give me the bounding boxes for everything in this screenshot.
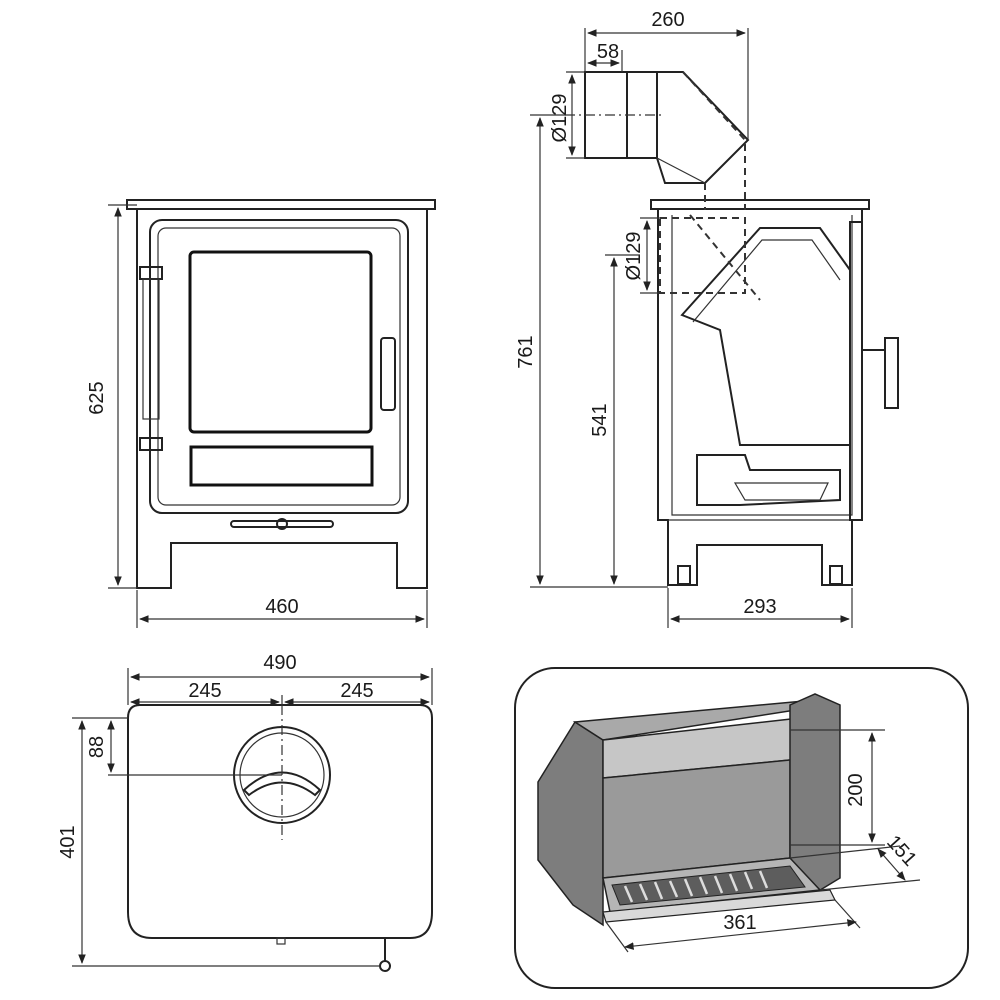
front-height-label: 625 <box>86 381 108 414</box>
flue-width-label: 260 <box>651 9 684 31</box>
firebox-height-label: 200 <box>845 773 867 806</box>
side-door-profile <box>849 221 863 521</box>
rear-flue-height-label: 541 <box>589 403 611 436</box>
right-half-label: 245 <box>340 680 373 702</box>
rear-flue-outline <box>659 217 746 294</box>
riddler-knob <box>379 960 391 972</box>
firebox-panel-frame <box>514 667 969 989</box>
door-lower-panel <box>189 445 374 487</box>
grate-area <box>696 454 841 506</box>
top-plate <box>126 199 436 210</box>
firebox-right-wall <box>789 693 841 897</box>
flue-offset-top-label: 88 <box>86 736 108 758</box>
door-handle <box>380 337 396 411</box>
total-height-label: 761 <box>515 335 537 368</box>
top-flue-diameter-label: Ø129 <box>549 94 571 143</box>
side-handle <box>862 337 899 409</box>
side-view: 260 58 Ø129 Ø129 761 541 293 <box>515 9 899 628</box>
top-width-label: 490 <box>263 652 296 674</box>
air-slider <box>230 520 334 528</box>
top-depth-label: 401 <box>57 825 79 858</box>
flue-offset-label: 58 <box>597 41 619 63</box>
stove-body <box>136 208 428 589</box>
air-slider-knob <box>276 518 288 530</box>
firebox-width-label: 361 <box>723 912 756 934</box>
top-view: 490 245 245 88 401 <box>57 652 433 972</box>
door-inner-frame <box>157 227 401 506</box>
firebox-left-wall <box>537 720 604 927</box>
side-body <box>657 208 863 586</box>
top-outline <box>127 704 433 939</box>
hinge-bar <box>142 278 160 420</box>
rear-flue-diameter-label: Ø129 <box>623 232 645 281</box>
flue-elbow <box>656 71 750 184</box>
grate-bars <box>623 870 769 903</box>
door-frame <box>149 219 409 514</box>
left-half-label: 245 <box>188 680 221 702</box>
side-depth-label: 293 <box>743 596 776 618</box>
side-top-plate <box>650 199 870 210</box>
firebox-baffle <box>680 227 851 446</box>
front-width-label: 460 <box>265 596 298 618</box>
firebox-depth-label: 151 <box>882 831 921 871</box>
firebox-3d-view: 200 151 361 <box>514 667 969 989</box>
hinge-bottom <box>139 437 163 451</box>
front-view: 625 460 <box>86 199 436 628</box>
door-glass-window <box>188 250 373 434</box>
